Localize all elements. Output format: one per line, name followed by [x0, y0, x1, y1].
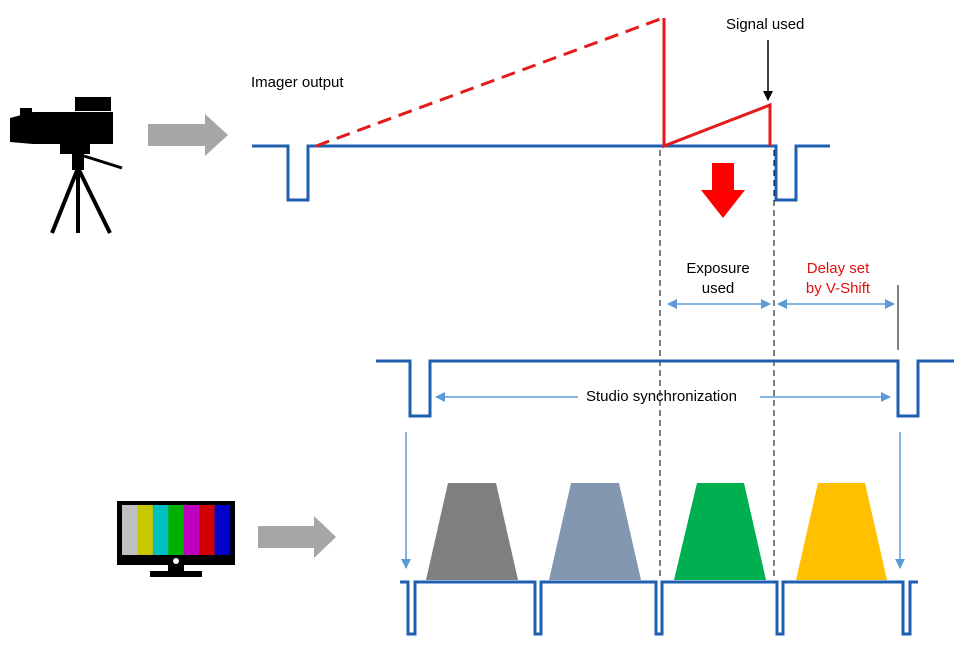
exposure-used-line2: used: [701, 280, 735, 297]
gray-arrow-right-top: [148, 114, 228, 156]
imager-output-waveform: [252, 144, 830, 202]
red-down-arrow: [701, 163, 745, 218]
studio-sync-waveform: [376, 359, 954, 418]
signal-ramp: [662, 18, 772, 149]
exposure-used-label: Exposure used: [672, 259, 764, 299]
color-bar: [152, 505, 169, 555]
delay-label: Delay set by V-Shift: [788, 259, 888, 299]
video-camera-on-tripod-icon: [10, 97, 123, 234]
color-bar: [199, 505, 215, 555]
color-bar: [122, 505, 138, 555]
studio-sync-label: Studio synchronization: [586, 388, 737, 405]
color-bar: [137, 505, 154, 555]
delay-line2: by V-Shift: [805, 280, 871, 297]
pulse-yellow: [796, 483, 887, 580]
pulse-green: [674, 483, 766, 580]
color-bar: [214, 505, 231, 555]
dashed-ramp: [315, 16, 664, 148]
imager-output-label: Imager output: [251, 74, 344, 91]
monitor-color-bars-icon: [117, 501, 235, 577]
signal-used-label: Signal used: [726, 16, 805, 33]
color-bar: [183, 505, 200, 555]
gray-arrow-right-bottom: [258, 516, 336, 558]
pulse-slate: [549, 483, 641, 580]
exposure-used-line1: Exposure: [686, 260, 750, 277]
color-bar: [168, 505, 185, 555]
pulse-gray: [426, 483, 518, 580]
delay-line1: Delay set: [806, 260, 870, 277]
output-waveform: [400, 580, 918, 636]
